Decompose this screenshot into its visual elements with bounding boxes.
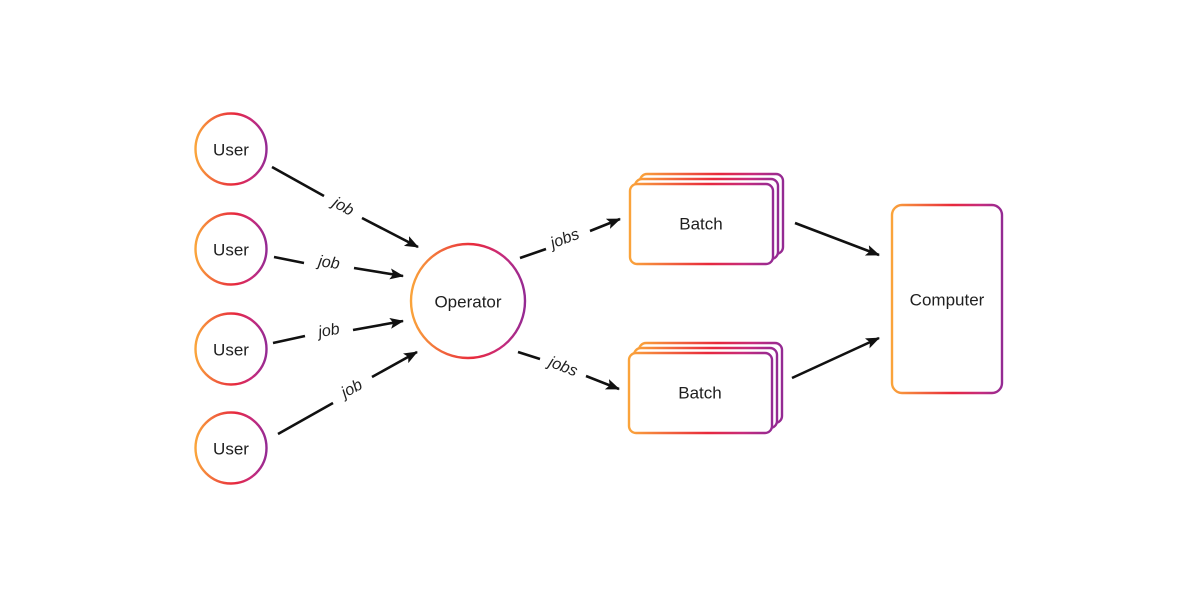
batch-node-2: Batch — [627, 341, 784, 435]
edge-line-segment — [271, 165, 325, 198]
edge-label-job: job — [337, 376, 366, 402]
edge-operator-batch2: jobs — [517, 350, 620, 391]
edge-line-segment — [517, 350, 541, 361]
edge-operator-batch1: jobs — [519, 217, 621, 260]
edge-batch1-computer — [794, 221, 880, 257]
edge-line-arrow-segment — [585, 374, 620, 391]
edge-label-job: job — [315, 321, 341, 342]
computer-rect — [890, 203, 1004, 395]
edge-label-jobs: jobs — [546, 226, 581, 253]
operator-node: Operator — [409, 242, 527, 360]
computer-label: Computer — [910, 291, 985, 310]
edge-batch2-computer — [791, 336, 880, 380]
user-node-2: User — [194, 212, 268, 286]
edge-line-segment — [273, 255, 305, 265]
computer-node: Computer — [890, 203, 1004, 395]
user-node-3: User — [194, 312, 268, 386]
user-circle — [194, 411, 268, 485]
batch-stack-front — [627, 351, 774, 435]
edge-user4-operator: job — [277, 350, 418, 436]
edge-line-arrow-segment — [589, 217, 621, 233]
user-node-4: User — [194, 411, 268, 485]
edge-line-arrow-segment — [371, 350, 418, 379]
user-node-1: User — [194, 112, 268, 186]
batch-stack-front — [628, 182, 775, 266]
edge-line-segment — [272, 334, 306, 345]
edge-line-arrow-segment — [352, 317, 404, 332]
batch-label: Batch — [679, 215, 722, 234]
batch-node-1: Batch — [628, 172, 785, 266]
edge-line-arrow-segment — [361, 216, 419, 249]
edge-line-arrow-segment — [794, 221, 880, 257]
batch-label: Batch — [678, 384, 721, 403]
edge-user1-operator: job — [271, 165, 419, 249]
user-circle — [194, 312, 268, 386]
operator-label: Operator — [434, 293, 501, 312]
user-label: User — [213, 141, 249, 160]
user-label: User — [213, 241, 249, 260]
edge-line-arrow-segment — [791, 336, 880, 380]
operator-circle — [409, 242, 527, 360]
edge-label-jobs: jobs — [544, 353, 579, 380]
user-circle — [194, 112, 268, 186]
edge-label-job: job — [315, 253, 341, 273]
user-label: User — [213, 341, 249, 360]
edge-label-job: job — [328, 193, 357, 219]
edge-line-segment — [277, 401, 334, 436]
edge-user3-operator: job — [272, 317, 404, 345]
edge-line-arrow-segment — [353, 266, 404, 280]
edge-line-segment — [519, 247, 547, 260]
user-circle — [194, 212, 268, 286]
edge-user2-operator: job — [273, 253, 404, 280]
user-label: User — [213, 440, 249, 459]
